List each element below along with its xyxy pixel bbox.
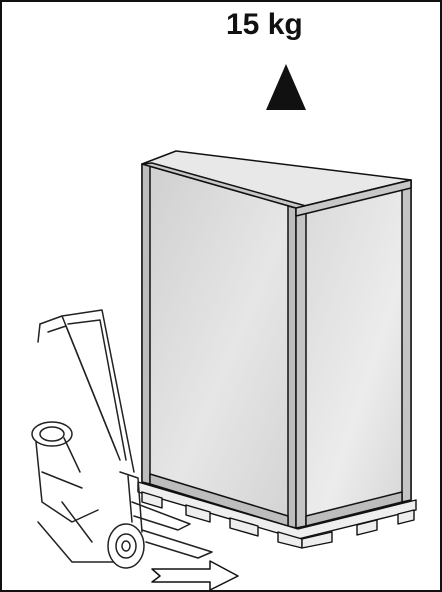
up-triangle-arrow-icon	[266, 64, 306, 110]
shipping-crate-icon	[142, 151, 411, 528]
right-arrow-icon	[152, 561, 238, 590]
